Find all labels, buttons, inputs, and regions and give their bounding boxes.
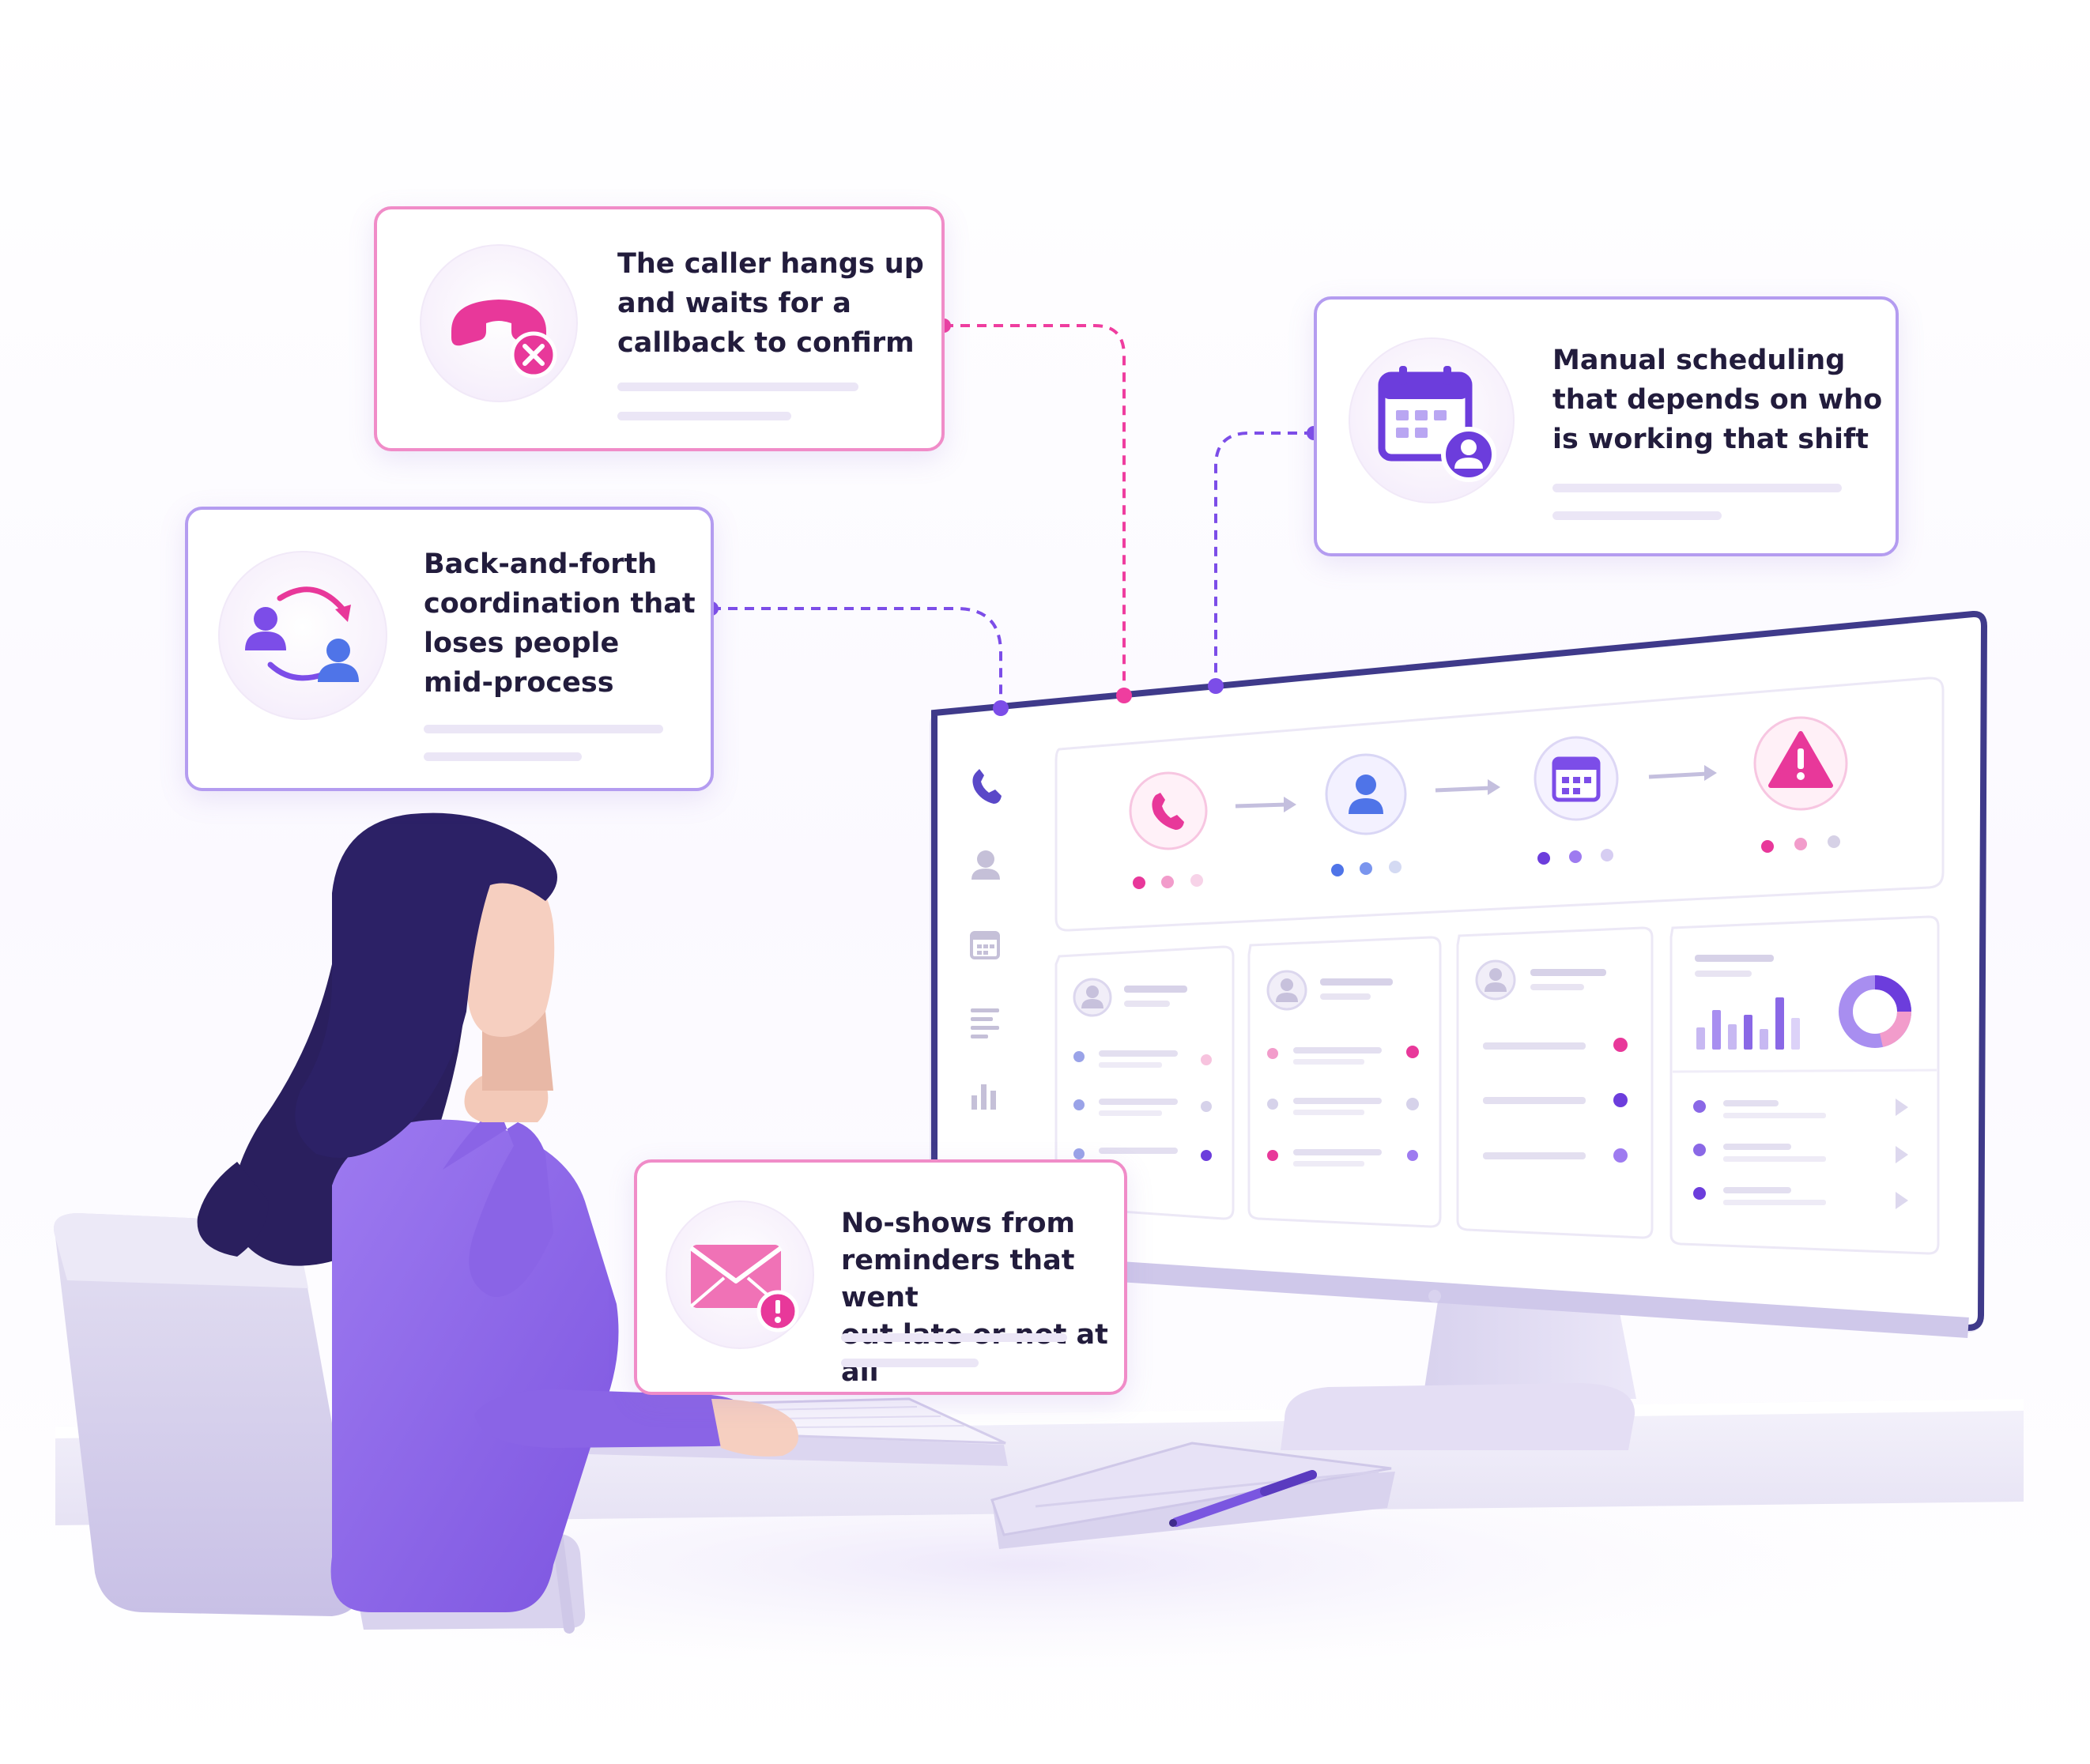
- callout-text: Back-and-forth coordination that loses p…: [424, 548, 696, 699]
- callout-caller-hangs-up: The caller hangs up and waits for a call…: [374, 206, 945, 451]
- placeholder-line: [841, 1333, 1067, 1342]
- monitor-base: [1281, 1383, 1635, 1450]
- analytics-panel: [1669, 915, 1940, 1255]
- flow-step-warning: [1753, 716, 1848, 853]
- calendar-user-icon: [1349, 337, 1515, 503]
- person-illustration: [197, 812, 798, 1612]
- flow-step-phone: [1129, 771, 1208, 889]
- contact-panel: [1247, 936, 1442, 1228]
- face: [466, 868, 555, 1037]
- callout-manual-scheduling: Manual scheduling that depends on who is…: [1314, 296, 1899, 556]
- bar-chart: [1696, 997, 1800, 1050]
- flow-arrow: [1435, 779, 1500, 795]
- placeholder-line: [424, 752, 582, 761]
- contact-panel: [1054, 945, 1235, 1220]
- hair-front: [295, 812, 557, 1158]
- flow-arrow: [1648, 765, 1717, 781]
- sidebar-calendar-icon[interactable]: [970, 931, 1000, 959]
- notebook: [990, 1442, 1395, 1549]
- connector-hangup: [944, 324, 1126, 695]
- phone-icon: [1152, 793, 1184, 830]
- dashboard-sidebar: [970, 769, 1002, 1110]
- flow-arrow: [1235, 797, 1296, 812]
- phone-hangup-icon: [420, 244, 578, 402]
- monitor-stand: [1423, 1296, 1636, 1399]
- warning-icon: [1768, 731, 1833, 788]
- placeholder-line: [841, 1359, 979, 1367]
- callout-text: The caller hangs up and waits for a call…: [617, 248, 924, 359]
- callout-back-and-forth: Back-and-forth coordination that loses p…: [185, 507, 714, 791]
- sidebar-user-icon[interactable]: [971, 850, 1000, 880]
- placeholder-line: [617, 412, 791, 420]
- flow-step-calendar: [1534, 736, 1619, 865]
- donut-chart: [1839, 975, 1911, 1048]
- user-icon: [1356, 775, 1376, 795]
- workflow-panel: [1054, 677, 1945, 932]
- placeholder-line: [1552, 511, 1722, 520]
- flow-step-user: [1325, 753, 1407, 876]
- hand-on-keyboard: [711, 1399, 798, 1457]
- calendar-icon: [1552, 756, 1601, 802]
- sidebar-phone-icon[interactable]: [972, 769, 1002, 804]
- sidebar-list-icon[interactable]: [971, 1008, 999, 1038]
- placeholder-line: [1552, 484, 1842, 492]
- people-exchange-icon: [218, 551, 387, 720]
- dashboard-screen: [970, 677, 1945, 1255]
- contact-panel: [1456, 926, 1654, 1239]
- connector-lines: [711, 324, 1314, 708]
- placeholder-line: [617, 383, 858, 391]
- pen: [1169, 1470, 1317, 1527]
- placeholder-line: [424, 725, 663, 733]
- callout-text: No-shows from reminders that went out la…: [841, 1208, 1108, 1388]
- envelope-alert-icon: [666, 1200, 814, 1349]
- connector-scheduling: [1214, 432, 1314, 684]
- callout-text: Manual scheduling that depends on who is…: [1552, 345, 1883, 455]
- sidebar-chart-icon[interactable]: [971, 1084, 996, 1110]
- callout-no-shows: No-shows from reminders that went out la…: [634, 1159, 1127, 1395]
